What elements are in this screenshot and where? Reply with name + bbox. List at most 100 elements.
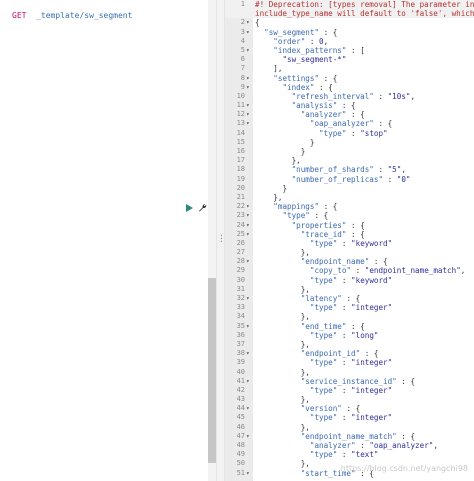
line-text: "type" : "integer" xyxy=(309,303,393,313)
fold-toggle-icon[interactable]: ▾ xyxy=(246,258,250,266)
line-number: 48 xyxy=(236,441,245,449)
play-icon[interactable] xyxy=(186,203,193,212)
fold-toggle-icon[interactable]: ▾ xyxy=(246,350,250,358)
code-line: 39 "type" : "integer" xyxy=(225,358,474,367)
line-number: 49 xyxy=(236,450,245,459)
line-text: "trace_id" : { xyxy=(300,229,365,239)
line-number: 28 xyxy=(236,257,245,266)
line-text: "index_patterns" : [ xyxy=(273,45,365,55)
code-line: 27 }, xyxy=(225,248,474,257)
line-text: "number_of_replicas" : "0" xyxy=(291,174,411,184)
line-text: "type" : { xyxy=(282,211,329,221)
fold-toggle-icon[interactable]: ▾ xyxy=(246,28,250,36)
code-line: 21 }, xyxy=(225,193,474,202)
code-line: 10 "refresh_interval" : "10s", xyxy=(225,92,474,101)
fold-toggle-icon[interactable]: ▾ xyxy=(246,19,250,27)
line-number: 15 xyxy=(236,137,245,146)
line-number: 6 xyxy=(240,55,245,64)
line-text: }, xyxy=(300,367,310,377)
fold-toggle-icon[interactable]: ▾ xyxy=(246,203,250,211)
fold-toggle-icon[interactable]: ▾ xyxy=(246,469,250,477)
line-number: 44 xyxy=(236,404,245,413)
fold-toggle-icon[interactable]: ▾ xyxy=(246,405,250,413)
code-line: 9▾ "index" : { xyxy=(225,83,474,92)
line-text: }, xyxy=(300,248,310,258)
code-line: 26 "type" : "keyword" xyxy=(225,239,474,248)
line-number: 37 xyxy=(236,339,245,348)
line-number: 35 xyxy=(236,321,245,330)
fold-toggle-icon[interactable]: ▾ xyxy=(246,322,250,330)
line-number: 33 xyxy=(236,303,245,312)
line-number: 47 xyxy=(236,431,245,440)
line-number: 7 xyxy=(240,64,245,73)
code-line: 15 } xyxy=(225,138,474,147)
line-text: "number_of_shards" : "5", xyxy=(291,165,406,175)
code-line: 30 "type" : "keyword" xyxy=(225,276,474,285)
code-line: 40 }, xyxy=(225,368,474,377)
line-text: "order" : 0, xyxy=(273,36,329,46)
code-line: 7 ], xyxy=(225,64,474,73)
code-line: 42 "type" : "integer" xyxy=(225,386,474,395)
line-text: "type" : "text" xyxy=(309,450,379,460)
line-number: 5 xyxy=(240,45,245,54)
code-line: 33 "type" : "integer" xyxy=(225,303,474,312)
fold-toggle-icon[interactable]: ▾ xyxy=(246,230,250,238)
line-number: 3 xyxy=(240,27,245,36)
wrench-icon[interactable] xyxy=(198,203,207,212)
line-number: 16 xyxy=(236,147,245,155)
request-line[interactable]: GET _template/sw_segment xyxy=(12,11,132,21)
line-number: 25 xyxy=(236,229,245,238)
fold-toggle-icon[interactable]: ▾ xyxy=(246,46,250,54)
line-text: }, xyxy=(291,156,301,166)
line-text: "type" : "integer" xyxy=(309,413,393,423)
code-line: 46 }, xyxy=(225,423,474,432)
fold-toggle-icon[interactable]: ▾ xyxy=(246,295,250,302)
line-number: 29 xyxy=(236,266,245,275)
line-number: 41 xyxy=(236,376,245,385)
line-text: }, xyxy=(300,459,310,469)
line-text: } xyxy=(300,147,306,156)
line-text: "sw_segment" : { xyxy=(264,27,338,37)
request-actions xyxy=(186,203,207,212)
pane-resizer[interactable]: ··· xyxy=(216,0,225,481)
fold-toggle-icon[interactable]: ▾ xyxy=(246,83,250,91)
line-number: 19 xyxy=(236,174,245,183)
fold-toggle-icon[interactable]: ▾ xyxy=(246,432,250,440)
fold-toggle-icon[interactable]: ▾ xyxy=(246,111,250,119)
deprecation-warning-line: include_type_name will default to 'false… xyxy=(225,9,474,19)
line-text: "type" : "integer" xyxy=(309,358,393,368)
line-number: 9 xyxy=(240,82,245,91)
fold-toggle-icon[interactable]: ▾ xyxy=(246,377,250,385)
line-number: 12 xyxy=(236,110,245,119)
code-line: 44▾ "version" : { xyxy=(225,404,474,413)
line-number: 21 xyxy=(236,192,245,201)
line-text: "end_time" : { xyxy=(300,321,365,331)
fold-toggle-icon[interactable]: ▾ xyxy=(246,221,250,229)
fold-toggle-icon[interactable]: ▾ xyxy=(246,74,250,82)
fold-toggle-icon[interactable]: ▾ xyxy=(246,120,250,128)
request-editor[interactable]: GET _template/sw_segment xyxy=(0,0,207,481)
line-number: 23 xyxy=(236,211,245,220)
code-line: 48 "analyzer" : "oap_analyzer", xyxy=(225,441,474,450)
response-viewer[interactable]: 1#! Deprecation: [types removal] The par… xyxy=(225,0,474,481)
line-number: 36 xyxy=(236,330,245,339)
code-line: 18 "number_of_shards" : "5", xyxy=(225,165,474,174)
line-text: ], xyxy=(273,64,283,74)
line-number: 11 xyxy=(236,101,245,110)
line-number: 38 xyxy=(236,349,245,358)
fold-toggle-icon[interactable]: ▾ xyxy=(246,212,250,220)
line-text: }, xyxy=(300,395,310,405)
request-path: _template/sw_segment xyxy=(36,11,133,20)
fold-toggle-icon[interactable]: ▾ xyxy=(246,102,250,110)
deprecation-warning-line: 1#! Deprecation: [types removal] The par… xyxy=(225,0,474,10)
line-text: "settings" : { xyxy=(273,73,338,83)
line-text: "type" : "keyword" xyxy=(309,275,393,285)
line-text: }, xyxy=(300,339,310,349)
line-number: 26 xyxy=(236,238,245,247)
request-scroll-thumb[interactable] xyxy=(208,278,216,463)
line-text: "analyzer" : "oap_analyzer", xyxy=(309,441,438,450)
request-scrollbar[interactable] xyxy=(208,0,216,481)
line-text: "version" : { xyxy=(300,404,361,414)
code-line: 43 }, xyxy=(225,395,474,404)
line-number: 27 xyxy=(236,248,245,257)
